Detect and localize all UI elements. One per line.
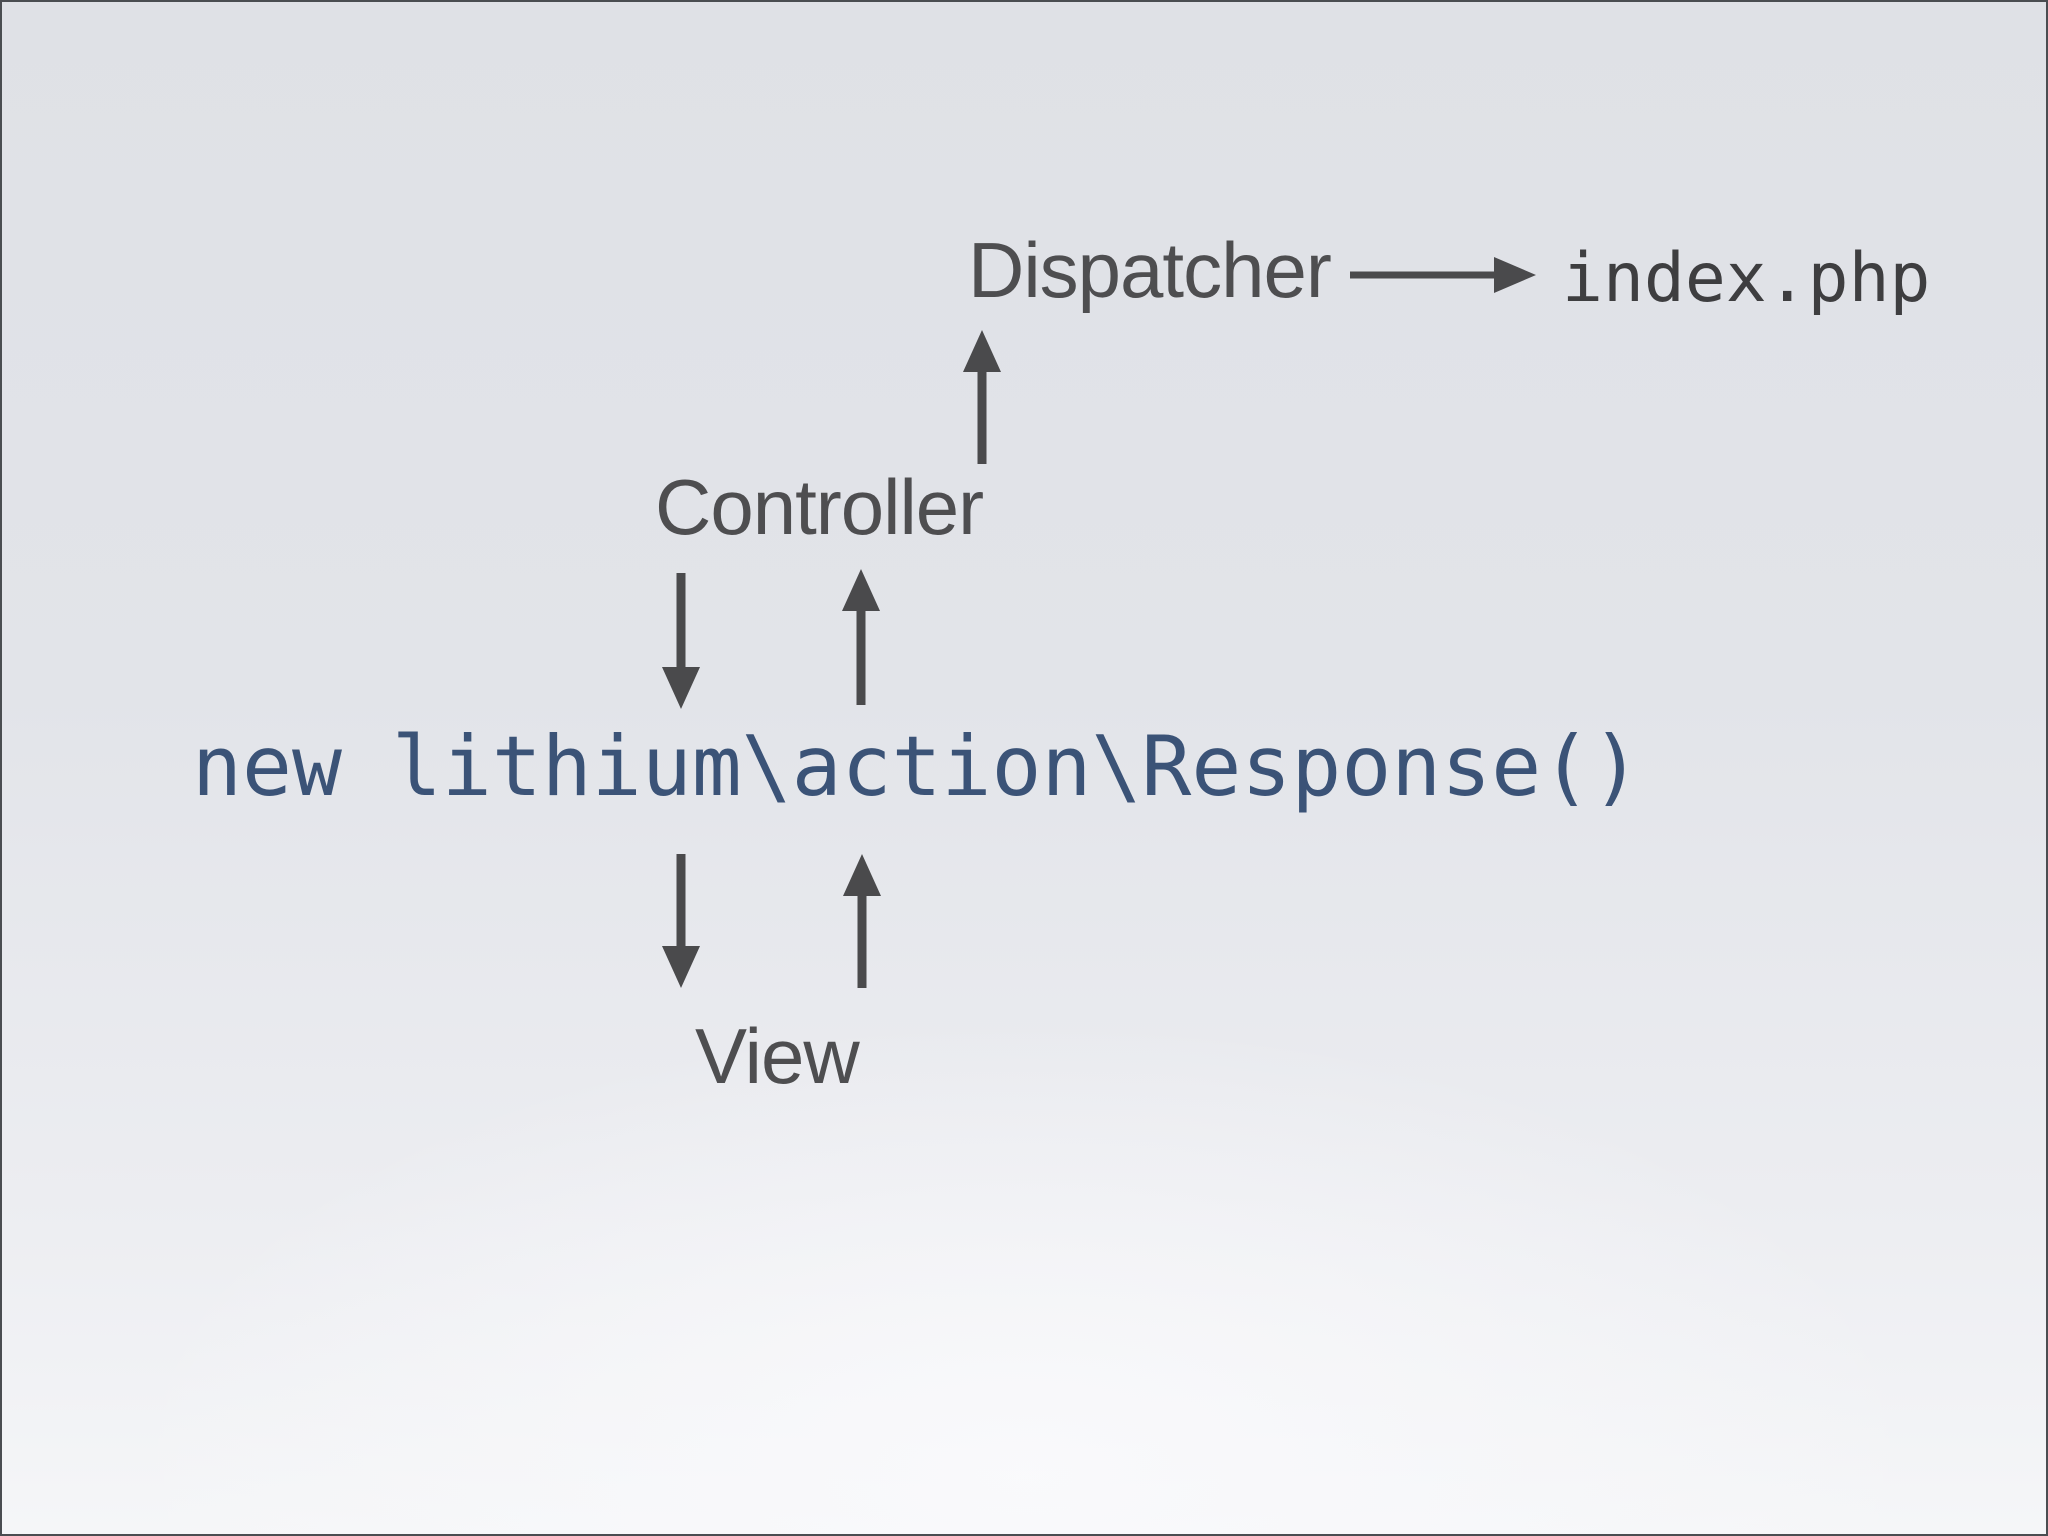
controller-label: Controller (655, 463, 984, 551)
arrow-right-icon (1350, 257, 1536, 293)
arrow-up-icon (842, 569, 880, 705)
index-php-label: index.php (1562, 239, 1931, 318)
response-code-label: new lithium\action\Response() (192, 718, 1642, 815)
arrow-up-icon (963, 330, 1001, 464)
arrow-down-icon (662, 573, 700, 709)
view-label: View (695, 1012, 860, 1100)
arrow-down-icon (662, 854, 700, 988)
dispatcher-label: Dispatcher (968, 226, 1332, 314)
arrow-up-icon (843, 854, 881, 988)
